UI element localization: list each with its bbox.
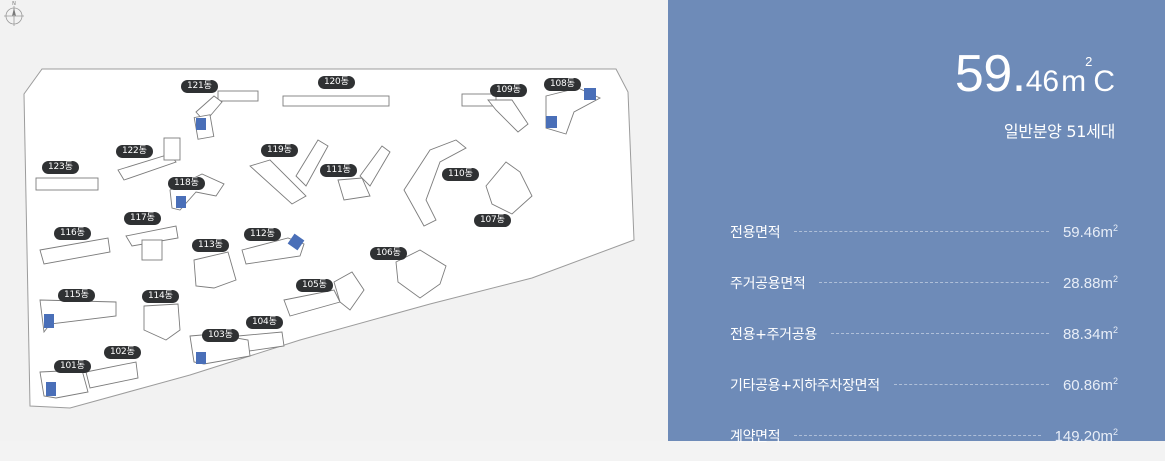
- spec-label: 계약면적: [730, 428, 781, 445]
- building-119-wing[interactable]: [295, 139, 329, 187]
- dotted-leader: [830, 333, 1049, 334]
- spec-value: 28.88m2: [1062, 273, 1118, 292]
- building-label-115[interactable]: 115동: [58, 289, 95, 302]
- unit-type: C: [1093, 65, 1115, 98]
- compass-icon: N: [4, 1, 24, 26]
- building-label-112[interactable]: 112동: [244, 228, 281, 241]
- highlight-unit: [196, 352, 206, 364]
- building-110-shape[interactable]: [403, 139, 467, 227]
- building-label-111[interactable]: 111동: [320, 164, 357, 177]
- area-integer: 59.: [954, 45, 1026, 103]
- building-121-shape[interactable]: [217, 90, 259, 102]
- building-label-107[interactable]: 107동: [474, 214, 511, 227]
- spec-value: 59.46m2: [1062, 222, 1118, 241]
- dotted-leader: [893, 384, 1049, 385]
- building-label-121[interactable]: 121동: [181, 80, 218, 93]
- spec-value: 60.86m2: [1062, 375, 1118, 394]
- unit-area-title: 59. 46 m2C: [955, 44, 1115, 104]
- spec-label: 전용면적: [730, 224, 781, 241]
- building-label-118[interactable]: 118동: [168, 177, 205, 190]
- building-label-116[interactable]: 116동: [54, 227, 91, 240]
- spec-row-other-common-parking: 기타공용+지하주차장면적 60.86m2: [730, 359, 1118, 410]
- highlight-unit: [584, 88, 596, 100]
- dotted-leader: [819, 282, 1049, 283]
- building-117-base[interactable]: [141, 239, 163, 261]
- building-114-shape[interactable]: [143, 303, 181, 341]
- spec-label: 주거공용면적: [730, 275, 806, 292]
- spec-row-exclusive-plus-common: 전용+주거공용 88.34m2: [730, 308, 1118, 359]
- building-112-shape[interactable]: [241, 237, 305, 265]
- highlight-unit: [46, 382, 56, 396]
- spec-label: 기타공용+지하주차장면적: [730, 377, 880, 394]
- building-label-103[interactable]: 103동: [202, 329, 239, 342]
- building-106-shape[interactable]: [395, 249, 447, 299]
- spec-value: 149.20m2: [1054, 426, 1118, 445]
- area-decimal: 46: [1025, 65, 1060, 98]
- building-label-120[interactable]: 120동: [318, 76, 355, 89]
- highlight-unit: [176, 196, 186, 208]
- svg-text:N: N: [12, 1, 16, 7]
- building-label-114[interactable]: 114동: [142, 290, 179, 303]
- building-label-119[interactable]: 119동: [261, 144, 298, 157]
- building-label-113[interactable]: 113동: [192, 239, 229, 252]
- building-label-106[interactable]: 106동: [370, 247, 407, 260]
- building-102-shape[interactable]: [85, 361, 139, 389]
- spec-value: 88.34m2: [1062, 324, 1118, 343]
- building-111-wing[interactable]: [359, 145, 391, 187]
- building-105-wing[interactable]: [333, 271, 365, 311]
- highlight-unit: [287, 233, 305, 251]
- site-map: 121동 120동 109동 108동 122동 123동 119동 111동 …: [4, 1, 635, 409]
- spec-row-contract: 계약면적 149.20m2: [730, 410, 1118, 461]
- building-label-109[interactable]: 109동: [490, 84, 527, 97]
- building-109-wing[interactable]: [487, 99, 529, 133]
- building-107-shape[interactable]: [485, 161, 533, 215]
- spec-row-exclusive: 전용면적 59.46m2: [730, 206, 1118, 257]
- building-label-108[interactable]: 108동: [544, 78, 581, 91]
- building-116-shape[interactable]: [39, 237, 111, 265]
- unit-info-panel: 59. 46 m2C 일반분양 51세대 전용면적 59.46m2 주거공용면적…: [668, 0, 1165, 445]
- highlight-unit: [546, 116, 557, 128]
- building-120-shape[interactable]: [282, 95, 390, 107]
- building-label-110[interactable]: 110동: [442, 168, 479, 181]
- site-plan-drawing: [23, 68, 635, 409]
- building-label-105[interactable]: 105동: [296, 279, 333, 292]
- building-119-shape[interactable]: [249, 159, 307, 205]
- building-label-122[interactable]: 122동: [116, 145, 153, 158]
- spec-row-residential-common: 주거공용면적 28.88m2: [730, 257, 1118, 308]
- highlight-unit: [44, 314, 54, 328]
- highlight-unit: [196, 118, 206, 130]
- building-113-shape[interactable]: [193, 251, 237, 289]
- building-label-102[interactable]: 102동: [104, 346, 141, 359]
- area-spec-list: 전용면적 59.46m2 주거공용면적 28.88m2 전용+주거공용 88.3…: [730, 206, 1118, 461]
- building-111-shape[interactable]: [337, 177, 371, 201]
- building-122-tower[interactable]: [163, 137, 181, 161]
- dotted-leader: [794, 435, 1041, 436]
- building-label-104[interactable]: 104동: [246, 316, 283, 329]
- building-label-117[interactable]: 117동: [124, 212, 161, 225]
- area-unit: m2C: [1061, 54, 1115, 98]
- building-label-101[interactable]: 101동: [54, 360, 91, 373]
- building-123-shape[interactable]: [35, 177, 99, 191]
- spec-label: 전용+주거공용: [730, 326, 817, 343]
- dotted-leader: [794, 231, 1049, 232]
- building-115-shape[interactable]: [39, 299, 117, 334]
- building-label-123[interactable]: 123동: [42, 161, 79, 174]
- sale-count: 일반분양 51세대: [1003, 122, 1115, 141]
- building-117-shape[interactable]: [125, 225, 179, 247]
- building-122-shape[interactable]: [117, 153, 177, 181]
